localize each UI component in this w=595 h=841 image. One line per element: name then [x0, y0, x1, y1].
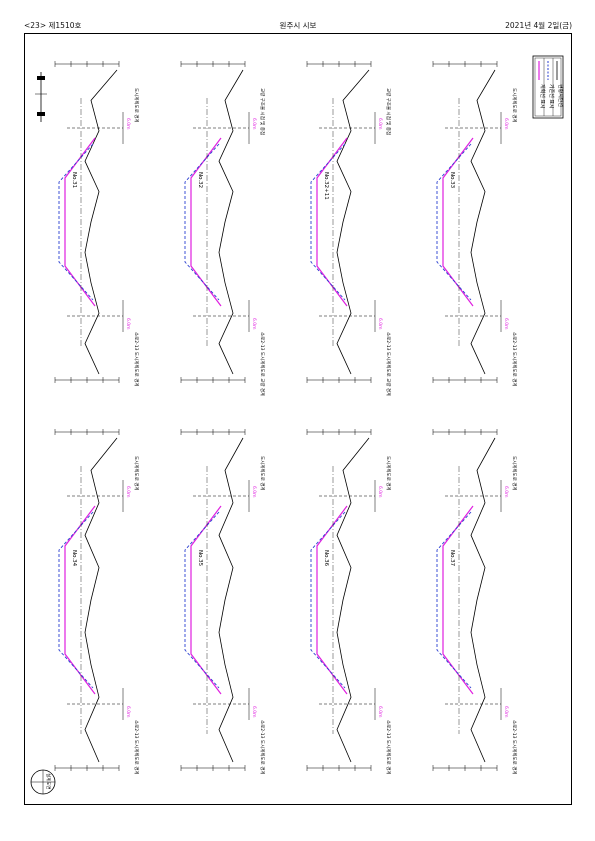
stamp-label: 설계도면: [45, 773, 52, 790]
dimension-left: 6.0m: [251, 118, 257, 130]
ground-line: [218, 69, 244, 375]
dimension-left: 6.0m: [125, 118, 131, 130]
section-id: No.32+11: [323, 172, 329, 200]
planned-section-line: [190, 505, 222, 695]
ground-line: [84, 69, 118, 375]
existing-section-line: [58, 143, 94, 301]
dimension-right: 6.0m: [251, 318, 257, 330]
approval-stamp: 설계도면: [30, 769, 56, 795]
section-id: No.32: [197, 172, 203, 188]
ground-line: [470, 69, 496, 375]
page-header: <23> 제1510호 원주시 시보 2021년 4월 2일(금): [24, 20, 572, 34]
section-id: No.37: [449, 550, 455, 567]
section-id: No.36: [323, 550, 329, 567]
planned-section-line: [442, 137, 474, 307]
annotation-left: 도시계획도로 경계: [511, 88, 518, 123]
dimension-left: 6.0m: [503, 118, 509, 130]
annotation-left: 교량 구조물 시점 및 종점: [385, 88, 392, 135]
annotation-right: 소로2-13 도시계획도로 경계: [133, 332, 140, 386]
existing-section-line: [436, 511, 472, 689]
dimension-right: 6.0m: [503, 318, 509, 330]
planned-section-line: [442, 505, 474, 695]
dimension-right: 6.0m: [125, 706, 131, 718]
dimension-left: 6.0m: [125, 486, 131, 498]
annotation-right: 소로2-13 도시계획도로 경계: [259, 720, 266, 774]
section-id: No.35: [197, 550, 203, 567]
annotation-right: 소로2-13 도시계획도로 경계: [511, 720, 518, 774]
annotation-right: 소로2-13 도시계획도로 교량 경계: [259, 332, 266, 396]
planned-section-line: [316, 505, 348, 695]
annotation-left: 도시계획도로 경계: [133, 456, 140, 491]
dimension-left: 6.0m: [377, 118, 383, 130]
existing-section-line: [184, 511, 220, 689]
ground-line: [470, 437, 496, 763]
annotation-right: 소로2-13 도시계획도로 경계: [133, 720, 140, 774]
dimension-left: 6.0m: [377, 486, 383, 498]
planned-section-line: [190, 137, 222, 307]
dimension-right: 6.0m: [251, 706, 257, 718]
annotation-left: 도시계획도로 경계: [133, 88, 140, 123]
existing-section-line: [58, 511, 94, 689]
scale-marker: [35, 72, 47, 122]
annotation-right: 소로2-13 도시계획도로 교량 경계: [385, 332, 392, 396]
existing-section-line: [310, 143, 346, 301]
legend-label-ground: 현황지반선: [557, 84, 564, 107]
dimension-right: 6.0m: [377, 706, 383, 718]
dimension-left: 6.0m: [503, 486, 509, 498]
annotation-left: 도시계획도로 경계: [511, 456, 518, 491]
section-id: No.31: [71, 172, 77, 188]
dimension-left: 6.0m: [251, 486, 257, 498]
existing-section-line: [310, 511, 346, 689]
existing-section-line: [436, 143, 472, 301]
dimension-right: 6.0m: [503, 706, 509, 718]
section-id: No.33: [449, 172, 455, 189]
legend: 계획선 표시 기존선 표시 현황지반선: [532, 55, 564, 119]
annotation-left: 도시계획도로 경계: [385, 456, 392, 491]
annotation-left: 도시계획도로 경계: [259, 456, 266, 491]
planned-section-line: [64, 505, 96, 695]
cross-section-drawing: 계획선 표시 기존선 표시 현황지반선 No.316.0m6.0m도시계획도로 …: [30, 55, 564, 795]
issue-number: <23> 제1510호: [24, 21, 82, 30]
publication-title: 원주시 시보: [279, 21, 317, 30]
legend-label-planned: 계획선 표시: [539, 84, 546, 109]
ground-line: [336, 69, 370, 375]
ground-line: [84, 437, 118, 763]
ground-line: [218, 437, 244, 763]
section-id: No.34: [71, 550, 77, 567]
ground-line: [336, 437, 370, 763]
dimension-right: 6.0m: [377, 318, 383, 330]
annotation-right: 소로2-13 도시계획도로 경계: [511, 332, 518, 386]
publication-date: 2021년 4월 2일(금): [505, 21, 572, 30]
existing-section-line: [184, 143, 220, 301]
legend-label-existing: 기존선 표시: [548, 84, 555, 109]
dimension-right: 6.0m: [125, 318, 131, 330]
annotation-left: 교량 구조물 시점 및 종점: [259, 88, 266, 135]
annotation-right: 소로2-13 도시계획도로 경계: [385, 720, 392, 774]
